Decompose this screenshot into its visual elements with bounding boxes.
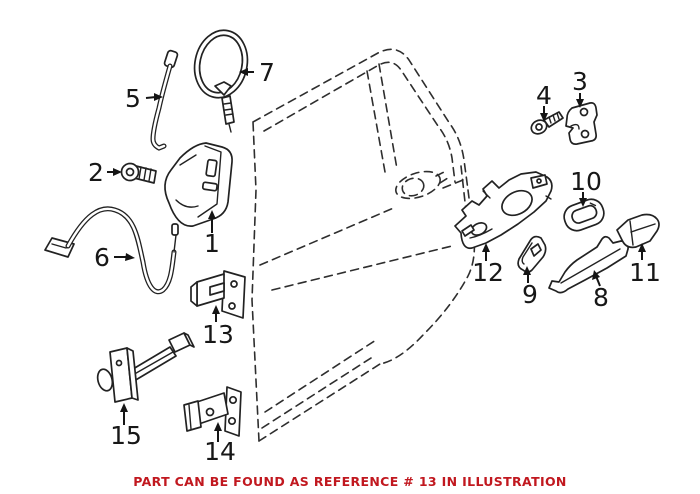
callout-14-arrow bbox=[214, 422, 222, 442]
callout-label-3: 3 bbox=[572, 67, 588, 96]
callout-7-arrow bbox=[239, 68, 254, 76]
part-14-hinge-drawing bbox=[183, 386, 242, 437]
part-4-screw-drawing bbox=[530, 111, 564, 135]
part-15-door-check-drawing bbox=[96, 332, 195, 403]
part-12-handle-carrier-drawing bbox=[454, 171, 553, 250]
callout-label-15: 15 bbox=[110, 421, 142, 450]
part-6-bowden-cable-drawing bbox=[44, 206, 179, 295]
callout-label-8: 8 bbox=[593, 283, 609, 312]
callout-label-14: 14 bbox=[204, 437, 236, 466]
callout-label-2: 2 bbox=[88, 158, 104, 187]
part-7-cable-loop-drawing bbox=[193, 29, 249, 133]
part-9-cover-drawing bbox=[517, 235, 547, 273]
door-handle-recess bbox=[395, 169, 452, 200]
callout-label-11: 11 bbox=[629, 258, 661, 287]
callout-label-6: 6 bbox=[94, 243, 110, 272]
callout-11-arrow bbox=[638, 243, 646, 260]
part-13-striker-bracket-drawing bbox=[190, 270, 246, 319]
part-11-end-cap-drawing bbox=[616, 213, 660, 249]
part-1-door-lock-drawing bbox=[164, 142, 233, 227]
callout-4-arrow bbox=[540, 106, 548, 122]
reference-note: PART CAN BE FOUND AS REFERENCE # 13 IN I… bbox=[133, 474, 567, 489]
callout-label-7: 7 bbox=[259, 58, 275, 87]
callout-label-13: 13 bbox=[202, 320, 234, 349]
callout-10-arrow bbox=[579, 192, 587, 207]
part-10-gasket-drawing bbox=[563, 198, 605, 232]
callout-label-10: 10 bbox=[570, 167, 602, 196]
callout-2-arrow bbox=[107, 168, 122, 176]
part-2-screw-drawing bbox=[120, 162, 157, 184]
callout-8-arrow bbox=[592, 270, 601, 287]
callout-label-12: 12 bbox=[472, 258, 504, 287]
window-divider bbox=[366, 70, 386, 173]
callout-15-arrow bbox=[120, 403, 128, 425]
callout-12-arrow bbox=[482, 243, 490, 261]
callout-label-4: 4 bbox=[536, 81, 552, 110]
part-5-lock-rod-drawing bbox=[150, 49, 179, 151]
callout-13-arrow bbox=[212, 305, 220, 322]
part-8-door-handle-drawing bbox=[548, 235, 629, 294]
callout-6-arrow bbox=[114, 253, 135, 261]
callout-label-1: 1 bbox=[204, 229, 220, 258]
callout-9-arrow bbox=[523, 266, 531, 283]
part-3-striker-plate-drawing bbox=[565, 102, 598, 145]
callout-5-arrow bbox=[145, 93, 163, 101]
door-outline bbox=[251, 48, 476, 442]
callout-label-5: 5 bbox=[125, 84, 141, 113]
callout-3-arrow bbox=[576, 93, 584, 108]
callout-label-9: 9 bbox=[522, 280, 538, 309]
callout-1-arrow bbox=[208, 210, 216, 233]
